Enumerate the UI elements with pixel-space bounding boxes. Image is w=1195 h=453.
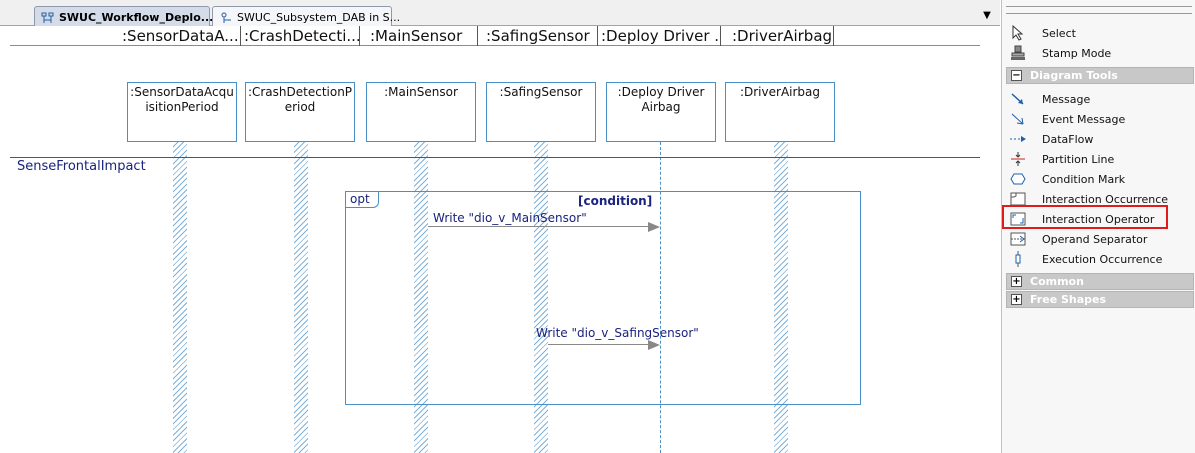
- lifeline-bar-sensor-data-acquisition[interactable]: [173, 142, 187, 453]
- tool-select[interactable]: Select: [1008, 23, 1194, 43]
- section-label: Free Shapes: [1030, 293, 1107, 306]
- condition-mark-icon: [1008, 170, 1028, 188]
- header-lifeline-2[interactable]: :MainSensor: [368, 26, 478, 46]
- message-label[interactable]: Write "dio_v_SafingSensor": [536, 326, 699, 340]
- section-label: Common: [1030, 275, 1084, 288]
- section-diagram-tools[interactable]: − Diagram Tools: [1006, 67, 1194, 84]
- tab-label: SWUC_Workflow_Deplo...: [59, 11, 214, 24]
- header-lifeline-3[interactable]: :SafingSensor: [484, 26, 598, 46]
- operand-separator-icon: [1008, 230, 1028, 248]
- tab-label: SWUC_Subsystem_DAB in S...: [237, 11, 401, 24]
- lifeline-name-line: Airbag: [641, 100, 681, 114]
- lifeline-main-sensor[interactable]: :MainSensor: [366, 82, 476, 142]
- lifeline-bar-crash-detection[interactable]: [294, 142, 308, 453]
- tool-label: DataFlow: [1042, 132, 1094, 146]
- tool-label: Partition Line: [1042, 152, 1115, 166]
- expand-icon: +: [1011, 276, 1022, 287]
- lifeline-name-line: :DriverAirbag: [739, 85, 821, 99]
- toolbox-panel: Select Stamp Mode − Diagram Tools Messag…: [1001, 0, 1195, 453]
- tool-operand-separator[interactable]: Operand Separator: [1008, 229, 1194, 249]
- pointer-icon: [1008, 24, 1028, 42]
- tool-label: Select: [1042, 26, 1076, 40]
- message-label[interactable]: Write "dio_v_MainSensor": [433, 211, 587, 225]
- lifeline-name-line: :CrashDetectionP: [247, 85, 353, 99]
- tool-label: Event Message: [1042, 112, 1126, 126]
- section-label: Diagram Tools: [1030, 69, 1118, 82]
- section-common[interactable]: + Common: [1006, 273, 1194, 290]
- expand-icon: +: [1011, 294, 1022, 305]
- lifeline-name-line: eriod: [284, 100, 316, 114]
- lifeline-crash-detection-period[interactable]: :CrashDetectionP eriod: [245, 82, 355, 142]
- lifeline-name-line: :MainSensor: [384, 85, 458, 99]
- section-free-shapes[interactable]: + Free Shapes: [1006, 291, 1194, 308]
- lifeline-name-line: :SensorDataAcqu: [130, 85, 234, 99]
- tool-label: Condition Mark: [1042, 172, 1126, 186]
- message-line[interactable]: [548, 344, 650, 345]
- tool-stamp-mode[interactable]: Stamp Mode: [1008, 43, 1194, 63]
- lifeline-sensor-data-acquisition-period[interactable]: :SensorDataAcqu isitionPeriod: [127, 82, 237, 142]
- toolbox-grip[interactable]: [1006, 6, 1192, 14]
- vertical-ruler: [980, 26, 1000, 453]
- lifeline-bar-main-sensor[interactable]: [414, 142, 428, 453]
- collapse-icon: −: [1011, 70, 1022, 81]
- tool-label: Execution Occurrence: [1042, 252, 1163, 266]
- stamp-icon: [1008, 44, 1028, 62]
- tool-execution-occurrence[interactable]: Execution Occurrence: [1008, 249, 1194, 269]
- lifeline-driver-airbag[interactable]: :DriverAirbag: [725, 82, 835, 142]
- lifeline-bar-driver-airbag[interactable]: [774, 142, 788, 453]
- message-arrow-icon: [1008, 90, 1028, 108]
- message-line[interactable]: [428, 226, 650, 227]
- lifeline-name-line: isitionPeriod: [145, 100, 219, 114]
- tool-dataflow[interactable]: DataFlow: [1008, 129, 1194, 149]
- document-tab-bar: SWUC_Workflow_Deplo... × SWUC_Subsystem_…: [0, 0, 1000, 26]
- diagram-editor: SWUC_Workflow_Deplo... × SWUC_Subsystem_…: [0, 0, 1000, 453]
- interaction-operator-frame[interactable]: opt [condition]: [345, 191, 861, 405]
- tab-list-dropdown-icon[interactable]: ▼: [983, 10, 991, 21]
- tab-swuc-subsystem[interactable]: SWUC_Subsystem_DAB in S...: [212, 6, 400, 26]
- tool-event-message[interactable]: Event Message: [1008, 109, 1194, 129]
- tool-label: Operand Separator: [1042, 232, 1148, 246]
- lifeline-safing-sensor[interactable]: :SafingSensor: [486, 82, 596, 142]
- header-lifeline-0[interactable]: :SensorDataA...: [120, 26, 241, 46]
- message-arrowhead: [648, 222, 660, 232]
- partition-line[interactable]: [10, 157, 980, 158]
- sequence-diagram-icon: [41, 12, 55, 24]
- header-lifeline-5[interactable]: :DriverAirbag: [732, 26, 834, 46]
- lifeline-bar-safing-sensor[interactable]: [534, 142, 548, 453]
- highlight-box: [1002, 205, 1168, 229]
- lifeline-name-line: :SafingSensor: [499, 85, 583, 99]
- interaction-operator-icon: [1008, 210, 1028, 228]
- partition-label[interactable]: SenseFrontalImpact: [17, 159, 146, 174]
- tool-message[interactable]: Message: [1008, 89, 1194, 109]
- tool-interaction-operator[interactable]: Interaction Operator: [1008, 209, 1194, 229]
- message-arrowhead: [648, 340, 660, 350]
- lifeline-deploy-driver-airbag[interactable]: :Deploy Driver Airbag: [606, 82, 716, 142]
- tool-condition-mark[interactable]: Condition Mark: [1008, 169, 1194, 189]
- tool-label: Stamp Mode: [1042, 46, 1112, 60]
- tool-label: Interaction Operator: [1042, 212, 1155, 226]
- partition-line-icon: [1008, 150, 1028, 168]
- lifeline-bar-deploy-driver-airbag[interactable]: [660, 142, 661, 453]
- header-lifeline-4[interactable]: :Deploy Driver ...: [601, 26, 721, 46]
- lifeline-diagram-icon: [219, 12, 233, 24]
- operator-tag: opt: [346, 192, 379, 208]
- event-message-icon: [1008, 110, 1028, 128]
- tool-partition-line[interactable]: Partition Line: [1008, 149, 1194, 169]
- tool-interaction-occurrence[interactable]: Interaction Occurrence: [1008, 189, 1194, 209]
- lifeline-header-strip: :SensorDataA... :CrashDetecti... :MainSe…: [10, 26, 1000, 46]
- execution-occurrence-icon: [1008, 250, 1028, 268]
- sequence-diagram-canvas[interactable]: :SensorDataAcqu isitionPeriod :CrashDete…: [10, 46, 980, 453]
- tool-label: Interaction Occurrence: [1042, 192, 1169, 206]
- operator-condition[interactable]: [condition]: [578, 194, 653, 208]
- dataflow-icon: [1008, 130, 1028, 148]
- tool-label: Message: [1042, 92, 1091, 106]
- header-lifeline-1[interactable]: :CrashDetecti...: [244, 26, 360, 46]
- tab-swuc-workflow[interactable]: SWUC_Workflow_Deplo... ×: [34, 6, 231, 26]
- lifeline-name-line: :Deploy Driver: [617, 85, 705, 99]
